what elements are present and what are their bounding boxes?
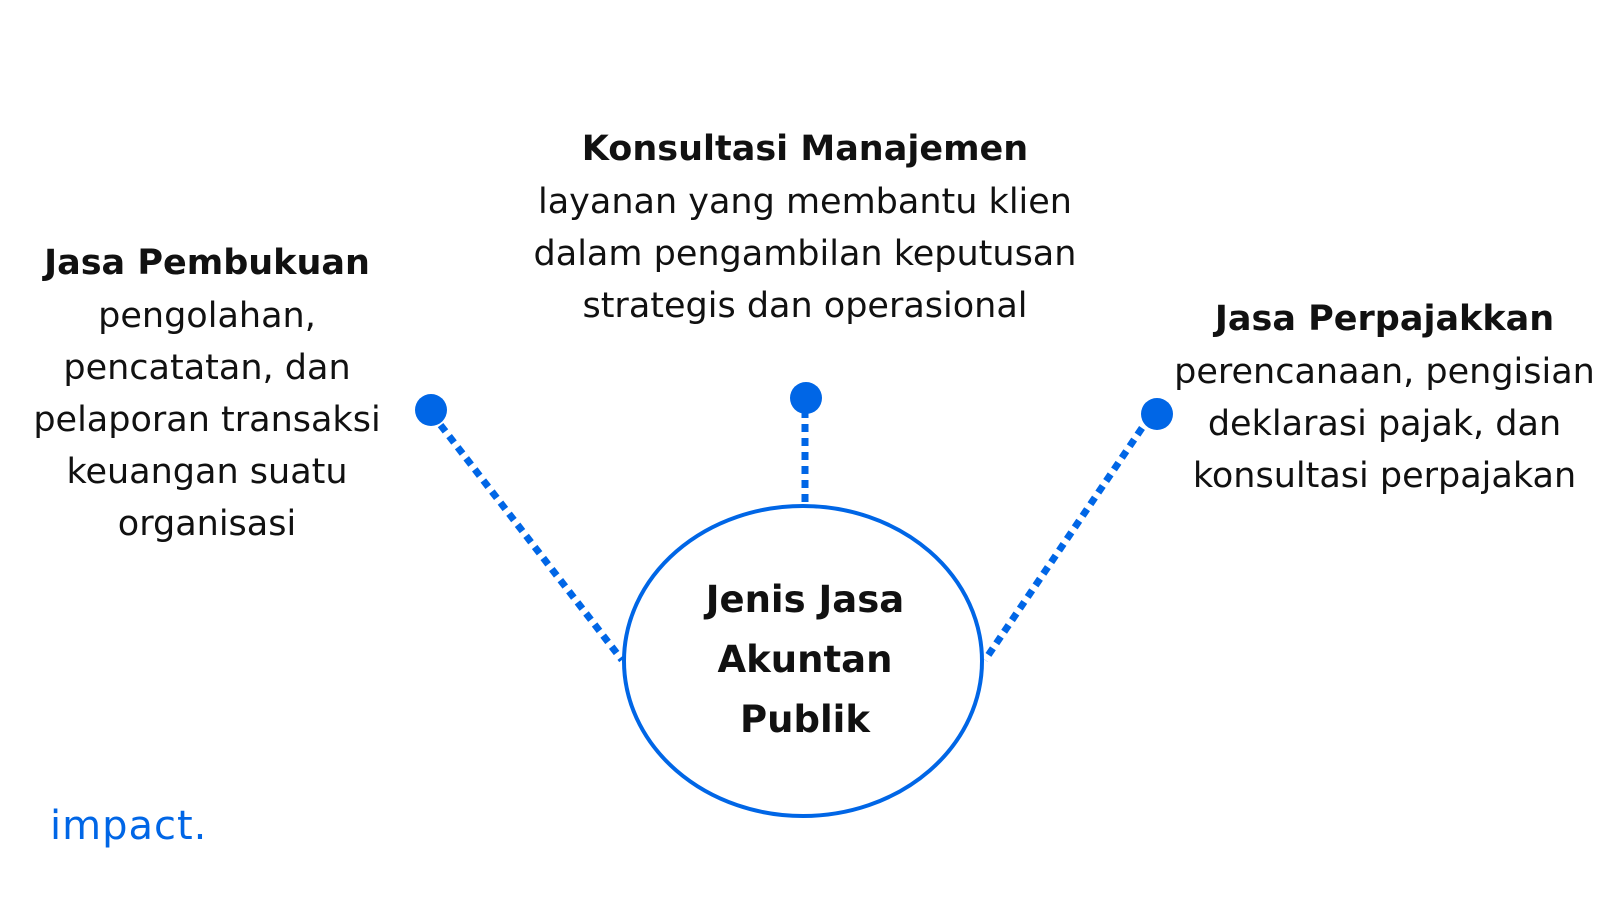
branch-konsultasi: Konsultasi Manajemen layanan yang memban… <box>530 122 1080 332</box>
node-dot-pembukuan <box>415 394 447 426</box>
branch-title: Konsultasi Manajemen <box>581 129 1029 169</box>
branch-perpajakkan: Jasa Perpajakkan perencanaan, pengisian … <box>1172 292 1597 502</box>
impact-logo: impact. <box>50 803 208 849</box>
branch-description: perencanaan, pengisian deklarasi pajak, … <box>1174 352 1595 496</box>
branch-title: Jasa Perpajakkan <box>1214 299 1555 339</box>
branch-description: layanan yang membantu klien dalam pengam… <box>533 182 1077 326</box>
hub-label-line: Publik <box>740 698 870 741</box>
branch-description: pengolahan, pencatatan, dan pelaporan tr… <box>33 296 381 544</box>
node-dot-perpajakkan <box>1141 398 1173 430</box>
branch-pembukuan: Jasa Pembukuan pengolahan, pencatatan, d… <box>22 236 392 550</box>
connector-line-pembukuan <box>429 411 625 663</box>
hub-label: Jenis Jasa Akuntan Publik <box>645 570 965 750</box>
node-dot-konsultasi <box>790 382 822 414</box>
hub-circle <box>622 504 984 818</box>
connector-line-perpajakkan <box>982 426 1145 662</box>
hub-label-line: Jenis Jasa <box>705 578 905 621</box>
hub-label-line: Akuntan <box>717 638 893 681</box>
branch-title: Jasa Pembukuan <box>44 243 370 283</box>
